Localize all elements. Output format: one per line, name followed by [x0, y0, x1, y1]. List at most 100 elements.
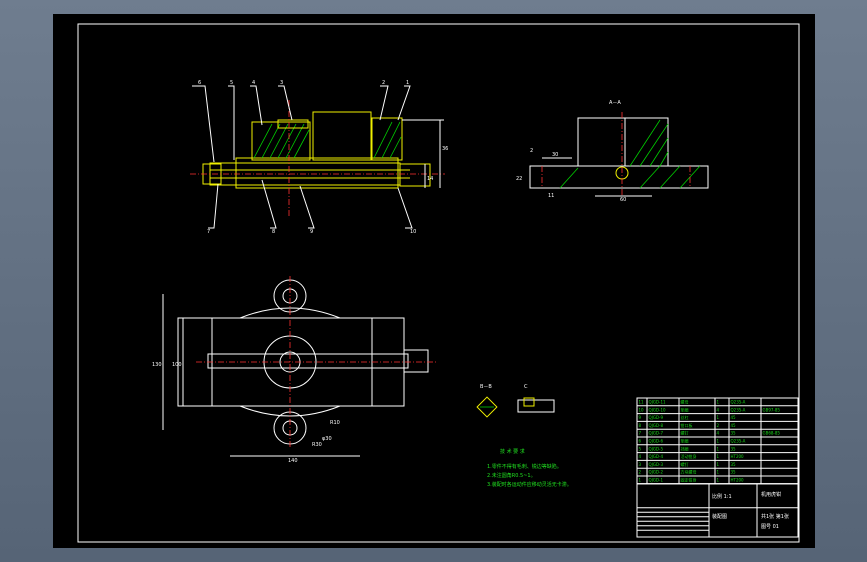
title-block-sheet: 共1张 第1张	[761, 513, 789, 520]
detail-views: B－B C	[476, 384, 555, 418]
outer-frame	[77, 23, 800, 543]
bom-cell: HT200	[731, 454, 745, 459]
bom-cell: QJGD-8	[649, 423, 664, 428]
drawing-sheet: 6 5 4 3 2 1 7 8 9 10 36 14 A－A 30	[53, 14, 815, 548]
bom-cell: 6	[639, 439, 642, 444]
bom-cell: 1	[717, 454, 720, 459]
tech-req-line: 3.装配时各运动件应移动灵活无卡滞。	[487, 481, 572, 488]
bom-cell: 活动钳身	[681, 453, 697, 459]
bom-cell: 35	[731, 446, 737, 451]
tech-requirements: 技 术 要 求 1.零件不得有毛刺、锐边等缺陷。 2.未注圆角R0.5~1。 3…	[487, 448, 572, 488]
section-aa-view: A－A 30 2 60 22 11	[516, 100, 709, 203]
top-view: 130 100 140 R10 R30 φ30	[152, 276, 438, 464]
bom-cell: 1	[717, 462, 720, 467]
bom-cell: 2	[639, 470, 642, 475]
title-block-part_title: 机用虎钳	[761, 491, 781, 498]
bom-cell: 挡圈	[681, 445, 689, 451]
bom-cell: 垫圈	[681, 406, 689, 412]
bom-cell: 1	[717, 446, 720, 451]
bom-cell: QJGD-10	[649, 407, 666, 412]
bom-cell: QJGD-7	[649, 431, 664, 436]
bom-cell: 4	[717, 431, 720, 436]
dim: R30	[312, 442, 322, 448]
bom-cell: 9	[639, 415, 642, 420]
bom-cell: Q235-A	[731, 400, 746, 405]
section-label: B－B	[480, 384, 492, 390]
leader-label: 6	[198, 80, 201, 86]
bom-cell: QJGD-2	[649, 470, 664, 475]
bom-cell: Q235-A	[731, 439, 746, 444]
bom-cell: 方块螺母	[681, 469, 697, 475]
dim: 140	[288, 458, 298, 464]
tech-req-title: 技 术 要 求	[500, 448, 525, 455]
bom-cell: QJGD-11	[649, 400, 666, 405]
section-label: C	[524, 384, 528, 390]
bom-cell: QJGD-4	[649, 454, 664, 459]
bom-cell: QJGD-5	[649, 446, 664, 451]
leader-label: 3	[280, 80, 283, 86]
tech-req-line: 2.未注圆角R0.5~1。	[487, 472, 536, 479]
tech-req-line: 1.零件不得有毛刺、锐边等缺陷。	[487, 463, 562, 470]
leader-label: 8	[272, 229, 275, 235]
bom-cell: 1	[639, 478, 642, 483]
bom-cell: QJGD-1	[649, 478, 664, 483]
dim: 130	[152, 362, 162, 368]
bom-cell: 3	[639, 462, 642, 467]
dim: φ30	[322, 436, 332, 442]
title-block-scale: 比例 1:1	[712, 493, 732, 500]
bom-cell: Q235-A	[731, 407, 746, 412]
bom-cell: 固定钳身	[681, 477, 697, 483]
dim: 100	[172, 362, 182, 368]
bom-cell: 螺钉	[681, 430, 689, 436]
bom-cell: 1	[717, 470, 720, 475]
bom-cell: QJGD-6	[649, 439, 664, 444]
bom-cell: 8	[639, 423, 642, 428]
bom-cell: 45	[731, 415, 737, 420]
bom-cell: 1	[717, 400, 720, 405]
bom-cell: 丝杠	[681, 414, 689, 420]
bom-cell: 4	[639, 454, 642, 459]
leader-label: 7	[207, 229, 210, 235]
front-view: 6 5 4 3 2 1 7 8 9 10 36 14	[190, 80, 448, 235]
dim: 2	[530, 148, 533, 154]
bom-cell: QJGD-3	[649, 462, 664, 467]
leader-label: 1	[406, 80, 409, 86]
dim: 22	[516, 176, 522, 182]
bom-cell: 10	[639, 407, 645, 412]
bom-cell: 7	[639, 431, 642, 436]
bom-cell: 4	[717, 407, 720, 412]
leader-label: 4	[252, 80, 255, 86]
cad-drawing: 6 5 4 3 2 1 7 8 9 10 36 14 A－A 30	[77, 23, 800, 543]
dim-base-height: 14	[427, 176, 433, 182]
bom-cell: 35	[731, 431, 737, 436]
bom-cell: 垫圈	[681, 438, 689, 444]
bom-cell: GB68-85	[763, 431, 781, 436]
bom-cell: 钳口板	[681, 422, 693, 428]
title-block	[636, 483, 799, 538]
title-block-school: 图号 01	[761, 524, 779, 530]
leader-label: 2	[382, 80, 385, 86]
bom-cell: QJGD-9	[649, 415, 664, 420]
title-block-drawing_no: 装配图	[712, 513, 727, 520]
bom-cell: 11	[639, 400, 645, 405]
dim: 60	[620, 197, 626, 203]
bom-cell: 35	[731, 470, 737, 475]
leader-label: 9	[310, 229, 313, 235]
bom-cell: 45	[731, 423, 737, 428]
bom-cell: 5	[639, 446, 642, 451]
section-label: A－A	[609, 100, 621, 106]
dim-height: 36	[442, 146, 448, 152]
bom-cell: 螺母	[681, 399, 689, 405]
bom-cell: 1	[717, 439, 720, 444]
bom-cell: 35	[731, 462, 737, 467]
dim: 30	[552, 152, 558, 158]
bom-cell: 1	[717, 415, 720, 420]
bom-cell: HT200	[731, 478, 745, 483]
dim: 11	[548, 193, 554, 199]
bom-cell: 1	[717, 478, 720, 483]
bom-cell: 螺钉	[681, 461, 689, 467]
bom-cell: 2	[717, 423, 720, 428]
leader-label: 5	[230, 80, 233, 86]
bom-cell: GB97-85	[763, 407, 781, 412]
